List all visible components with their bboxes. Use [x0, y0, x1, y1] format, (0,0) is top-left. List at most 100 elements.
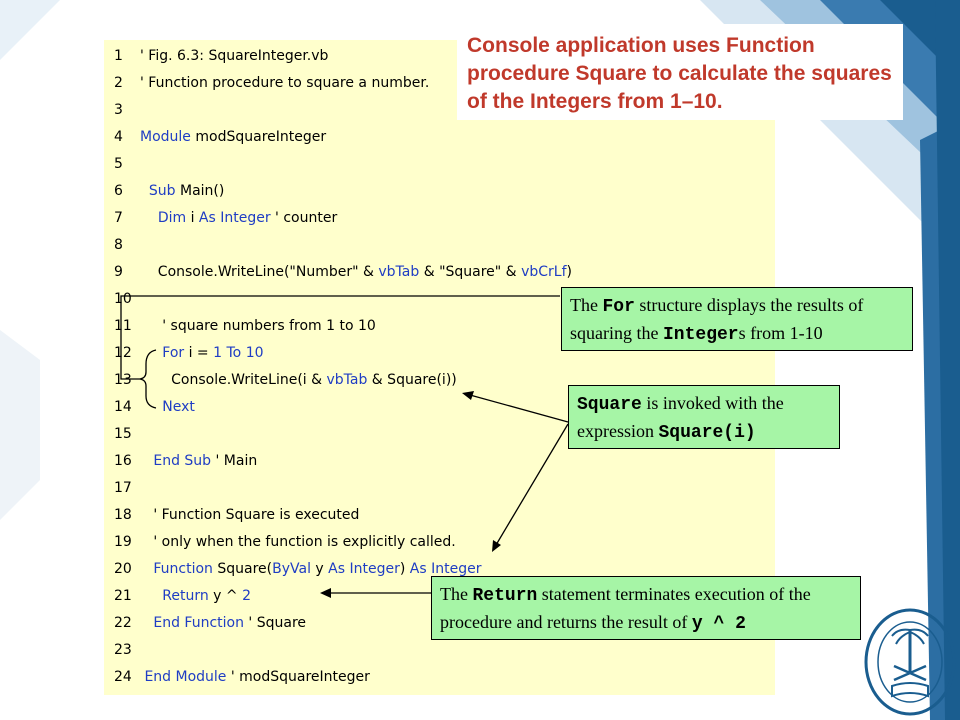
code-text: i	[186, 210, 199, 226]
code-keyword: vbTab	[326, 372, 368, 388]
code-line: 17	[114, 476, 140, 500]
callout-text: The	[440, 584, 473, 604]
line-number: 18	[114, 507, 132, 523]
code-line: 12 For i = 1 To 10	[114, 341, 264, 365]
callout-code: For	[602, 297, 635, 317]
code-line: 19 ' only when the function is explicitl…	[114, 530, 456, 554]
code-line: 7 Dim i As Integer ' counter	[114, 206, 337, 230]
code-keyword: 10	[245, 345, 264, 361]
callout-code: y ^ 2	[691, 614, 746, 634]
code-text: modSquareInteger	[190, 129, 327, 145]
code-line: 13 Console.WriteLine(i & vbTab & Square(…	[114, 368, 457, 392]
code-text	[140, 210, 158, 226]
code-text: Main()	[175, 183, 225, 199]
callout-code: Integer	[662, 325, 739, 345]
university-seal-logo	[864, 608, 956, 716]
code-text: & Square(i))	[367, 372, 457, 388]
code-line: 6 Sub Main()	[114, 179, 224, 203]
code-text: Square(	[212, 561, 273, 577]
line-number: 24	[114, 669, 132, 685]
code-text: Console.WriteLine(i &	[140, 372, 327, 388]
code-text: )	[399, 561, 410, 577]
code-line: 3	[114, 98, 140, 122]
code-keyword: Function	[153, 561, 213, 577]
code-keyword: vbTab	[378, 264, 420, 280]
line-number: 7	[114, 210, 123, 226]
line-number: 5	[114, 156, 123, 172]
code-text: ' square numbers from 1 to 10	[140, 318, 376, 334]
line-number: 4	[114, 129, 123, 145]
callout-text: statement terminates execution of the pr…	[440, 584, 811, 632]
code-text: & "Square" &	[419, 264, 522, 280]
code-keyword: End Function	[153, 615, 244, 631]
code-text: y	[310, 561, 329, 577]
line-number: 15	[114, 426, 132, 442]
line-number: 12	[114, 345, 132, 361]
code-line: 4 Module modSquareInteger	[114, 125, 326, 149]
slide-title: Console application uses Function proced…	[467, 34, 892, 113]
callout-text: structure displays the results of squari…	[570, 295, 864, 343]
line-number: 20	[114, 561, 132, 577]
code-keyword: For	[162, 345, 185, 361]
code-text: y ^	[208, 588, 243, 604]
code-text: ' Function Square is executed	[140, 507, 360, 523]
code-line: 8	[114, 233, 140, 257]
code-keyword: To	[226, 345, 242, 361]
callout-code: Square(i)	[658, 423, 756, 443]
code-text	[140, 561, 153, 577]
code-keyword: As Integer	[198, 210, 271, 226]
line-number: 8	[114, 237, 123, 253]
line-number: 14	[114, 399, 132, 415]
code-text: ' modSquareInteger	[226, 669, 370, 685]
code-text	[140, 183, 149, 199]
line-number: 11	[114, 318, 132, 334]
code-line: 22 End Function ' Square	[114, 611, 306, 635]
line-number: 6	[114, 183, 123, 199]
code-text	[140, 588, 162, 604]
code-keyword: Sub	[148, 183, 176, 199]
code-line: 15	[114, 422, 140, 446]
code-text: ' only when the function is explicitly c…	[140, 534, 456, 550]
code-text: )	[566, 264, 572, 280]
code-keyword: 2	[242, 588, 252, 604]
code-keyword: End Module	[144, 669, 227, 685]
code-text: ' Function procedure to square a number.	[140, 75, 430, 91]
line-number: 13	[114, 372, 132, 388]
callout-text: The	[570, 295, 603, 315]
code-keyword: Dim	[157, 210, 187, 226]
code-keyword: 1	[213, 345, 223, 361]
line-number: 3	[114, 102, 123, 118]
code-text: i =	[184, 345, 214, 361]
callout-text: is invoked with the expression	[577, 393, 784, 441]
code-text	[140, 453, 153, 469]
code-line: 21 Return y ^ 2	[114, 584, 251, 608]
code-line: 14 Next	[114, 395, 195, 419]
callout-code: Return	[472, 586, 538, 606]
code-line: 11 ' square numbers from 1 to 10	[114, 314, 376, 338]
line-number: 19	[114, 534, 132, 550]
code-line: 5	[114, 152, 140, 176]
code-keyword: ByVal	[272, 561, 311, 577]
code-keyword: Module	[140, 129, 191, 145]
callout-code: Square	[577, 395, 642, 415]
code-text: Console.WriteLine("Number" &	[140, 264, 379, 280]
code-text: ' Main	[211, 453, 258, 469]
code-line: 9 Console.WriteLine("Number" & vbTab & "…	[114, 260, 572, 284]
code-line: 1' Fig. 6.3: SquareInteger.vb	[114, 44, 328, 68]
line-number: 21	[114, 588, 132, 604]
code-text: ' Fig. 6.3: SquareInteger.vb	[140, 48, 329, 64]
line-number: 17	[114, 480, 132, 496]
code-keyword: vbCrLf	[521, 264, 567, 280]
line-number: 9	[114, 264, 123, 280]
code-text: ' counter	[270, 210, 338, 226]
for-structure-callout: The For structure displays the results o…	[561, 287, 913, 351]
title-box: Console application uses Function proced…	[457, 24, 903, 120]
line-number: 16	[114, 453, 132, 469]
line-number: 10	[114, 291, 132, 307]
line-number: 2	[114, 75, 123, 91]
code-keyword: As Integer	[328, 561, 400, 577]
line-number: 22	[114, 615, 132, 631]
square-invoked-callout: Square is invoked with the expression Sq…	[568, 385, 840, 449]
callout-text: s from 1-10	[738, 323, 823, 343]
code-keyword: End Sub	[153, 453, 212, 469]
